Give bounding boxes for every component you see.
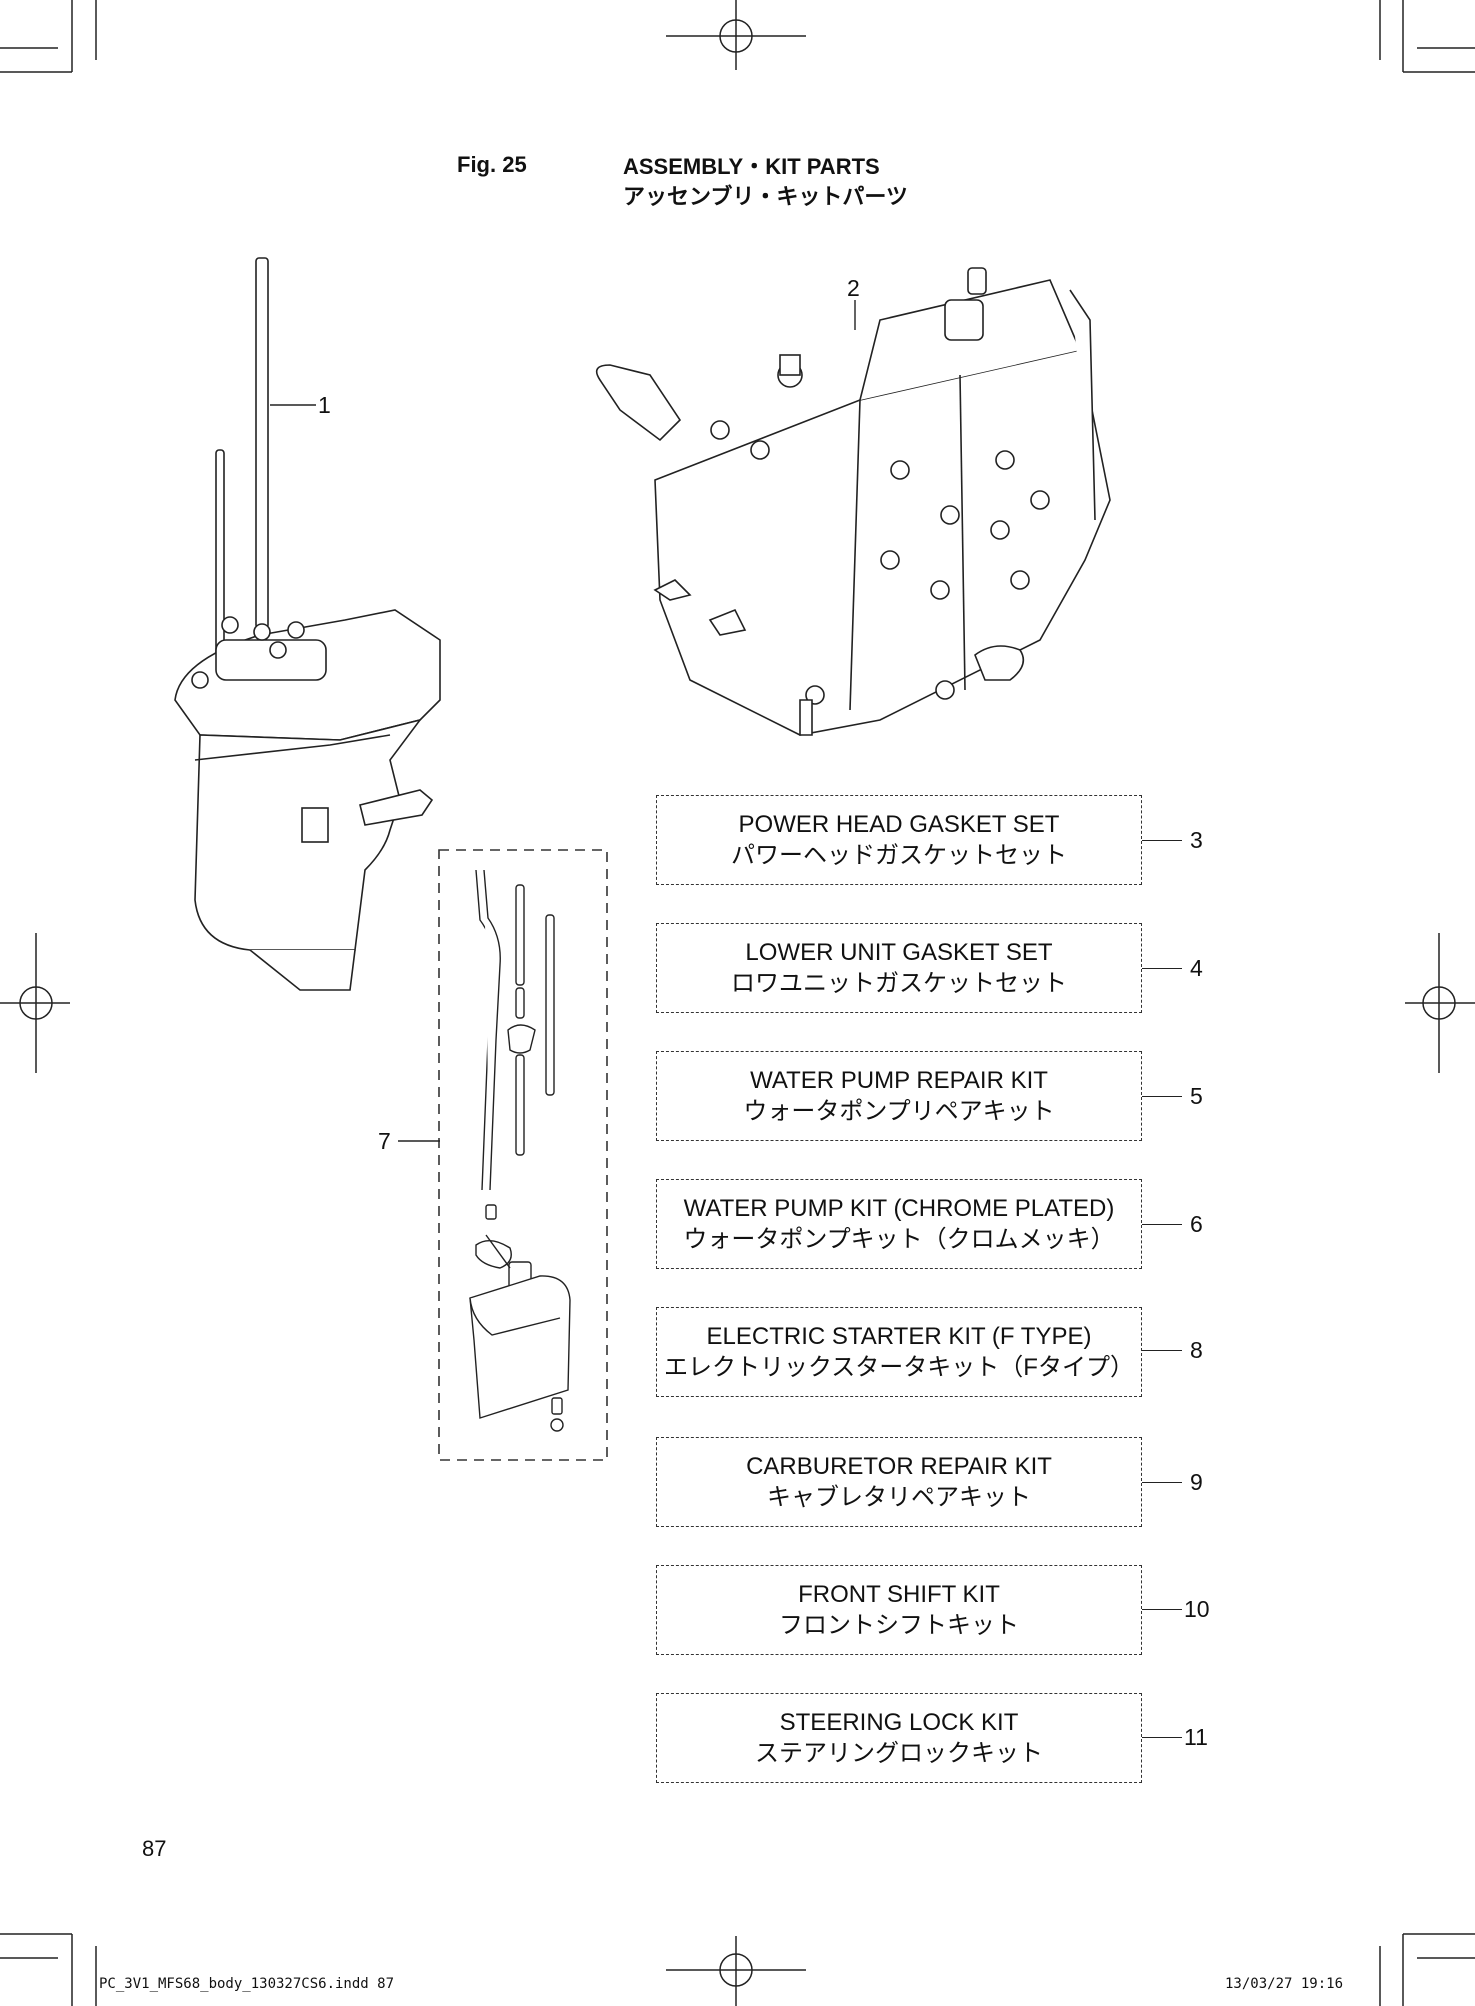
kit-name-ja: ロワユニットガスケットセット xyxy=(731,970,1067,997)
kit-name-en: STEERING LOCK KIT xyxy=(779,1709,1019,1736)
callout-2: 2 xyxy=(847,275,860,301)
kit-leader xyxy=(1142,840,1182,841)
kit-leader xyxy=(1142,1224,1182,1225)
footer-date-info: 13/03/27 19:16 xyxy=(1225,1976,1344,1992)
power-head-illustration xyxy=(595,267,1111,736)
kit-leader xyxy=(1142,1609,1182,1610)
kit-name-en: CARBURETOR REPAIR KIT xyxy=(746,1453,1052,1480)
kit-box-steering-lock: STEERING LOCK KIT ステアリングロックキット xyxy=(656,1693,1142,1783)
kit-number: 6 xyxy=(1190,1211,1203,1237)
kit-leader xyxy=(1142,1350,1182,1351)
figure-title-en: ASSEMBLY・KIT PARTS xyxy=(623,154,880,179)
water-pump-kit-frame xyxy=(438,849,608,1461)
kit-name-en: LOWER UNIT GASKET SET xyxy=(745,939,1053,966)
kit-number: 11 xyxy=(1184,1724,1208,1750)
lower-unit-illustration xyxy=(174,257,441,991)
footer-file-info: PC_3V1_MFS68_body_130327CS6.indd 87 xyxy=(99,1976,395,1992)
kit-name-ja: パワーヘッドガスケットセット xyxy=(731,842,1067,869)
kit-box-electric-starter: ELECTRIC STARTER KIT (F TYPE) エレクトリックスター… xyxy=(656,1307,1142,1397)
kit-leader xyxy=(1142,968,1182,969)
kit-name-en: ELECTRIC STARTER KIT (F TYPE) xyxy=(706,1323,1092,1350)
page-number: 87 xyxy=(142,1836,167,1861)
kit-box-front-shift: FRONT SHIFT KIT フロントシフトキット xyxy=(656,1565,1142,1655)
figure-number: Fig. 25 xyxy=(457,152,527,177)
kit-name-ja: エレクトリックスタータキット（Fタイプ） xyxy=(664,1354,1134,1381)
kit-name-en: POWER HEAD GASKET SET xyxy=(738,811,1060,838)
kit-box-carburetor-repair: CARBURETOR REPAIR KIT キャブレタリペアキット xyxy=(656,1437,1142,1527)
kit-number: 10 xyxy=(1184,1596,1210,1622)
water-pump-kit-illustration xyxy=(469,869,571,1432)
kit-number: 9 xyxy=(1190,1469,1203,1495)
callout-leaders xyxy=(270,300,856,1142)
kit-box-power-head-gasket: POWER HEAD GASKET SET パワーヘッドガスケットセット xyxy=(656,795,1142,885)
kit-leader xyxy=(1142,1737,1182,1738)
kit-name-ja: ステアリングロックキット xyxy=(755,1740,1043,1767)
figure-title-ja: アッセンブリ・キットパーツ xyxy=(623,184,908,209)
kit-name-ja: キャブレタリペアキット xyxy=(767,1484,1031,1511)
kit-leader xyxy=(1142,1482,1182,1483)
kit-name-ja: ウォータポンプキット（クロムメッキ） xyxy=(683,1226,1115,1253)
kit-box-lower-unit-gasket: LOWER UNIT GASKET SET ロワユニットガスケットセット xyxy=(656,923,1142,1013)
kit-leader xyxy=(1142,1096,1182,1097)
kit-name-ja: ウォータポンプリペアキット xyxy=(743,1098,1055,1125)
kit-number: 3 xyxy=(1190,827,1203,853)
kit-name-en: FRONT SHIFT KIT xyxy=(798,1581,1000,1608)
kit-box-water-pump-chrome: WATER PUMP KIT (CHROME PLATED) ウォータポンプキッ… xyxy=(656,1179,1142,1269)
kit-number: 5 xyxy=(1190,1083,1203,1109)
kit-box-water-pump-repair: WATER PUMP REPAIR KIT ウォータポンプリペアキット xyxy=(656,1051,1142,1141)
kit-name-ja: フロントシフトキット xyxy=(779,1612,1019,1639)
kit-number: 4 xyxy=(1190,955,1203,981)
callout-7: 7 xyxy=(378,1128,391,1154)
kit-number: 8 xyxy=(1190,1337,1203,1363)
callout-1: 1 xyxy=(318,392,331,418)
kit-name-en: WATER PUMP REPAIR KIT xyxy=(750,1067,1048,1094)
figure-title: ASSEMBLY・KIT PARTS アッセンブリ・キットパーツ xyxy=(623,152,908,212)
kit-name-en: WATER PUMP KIT (CHROME PLATED) xyxy=(683,1195,1115,1222)
